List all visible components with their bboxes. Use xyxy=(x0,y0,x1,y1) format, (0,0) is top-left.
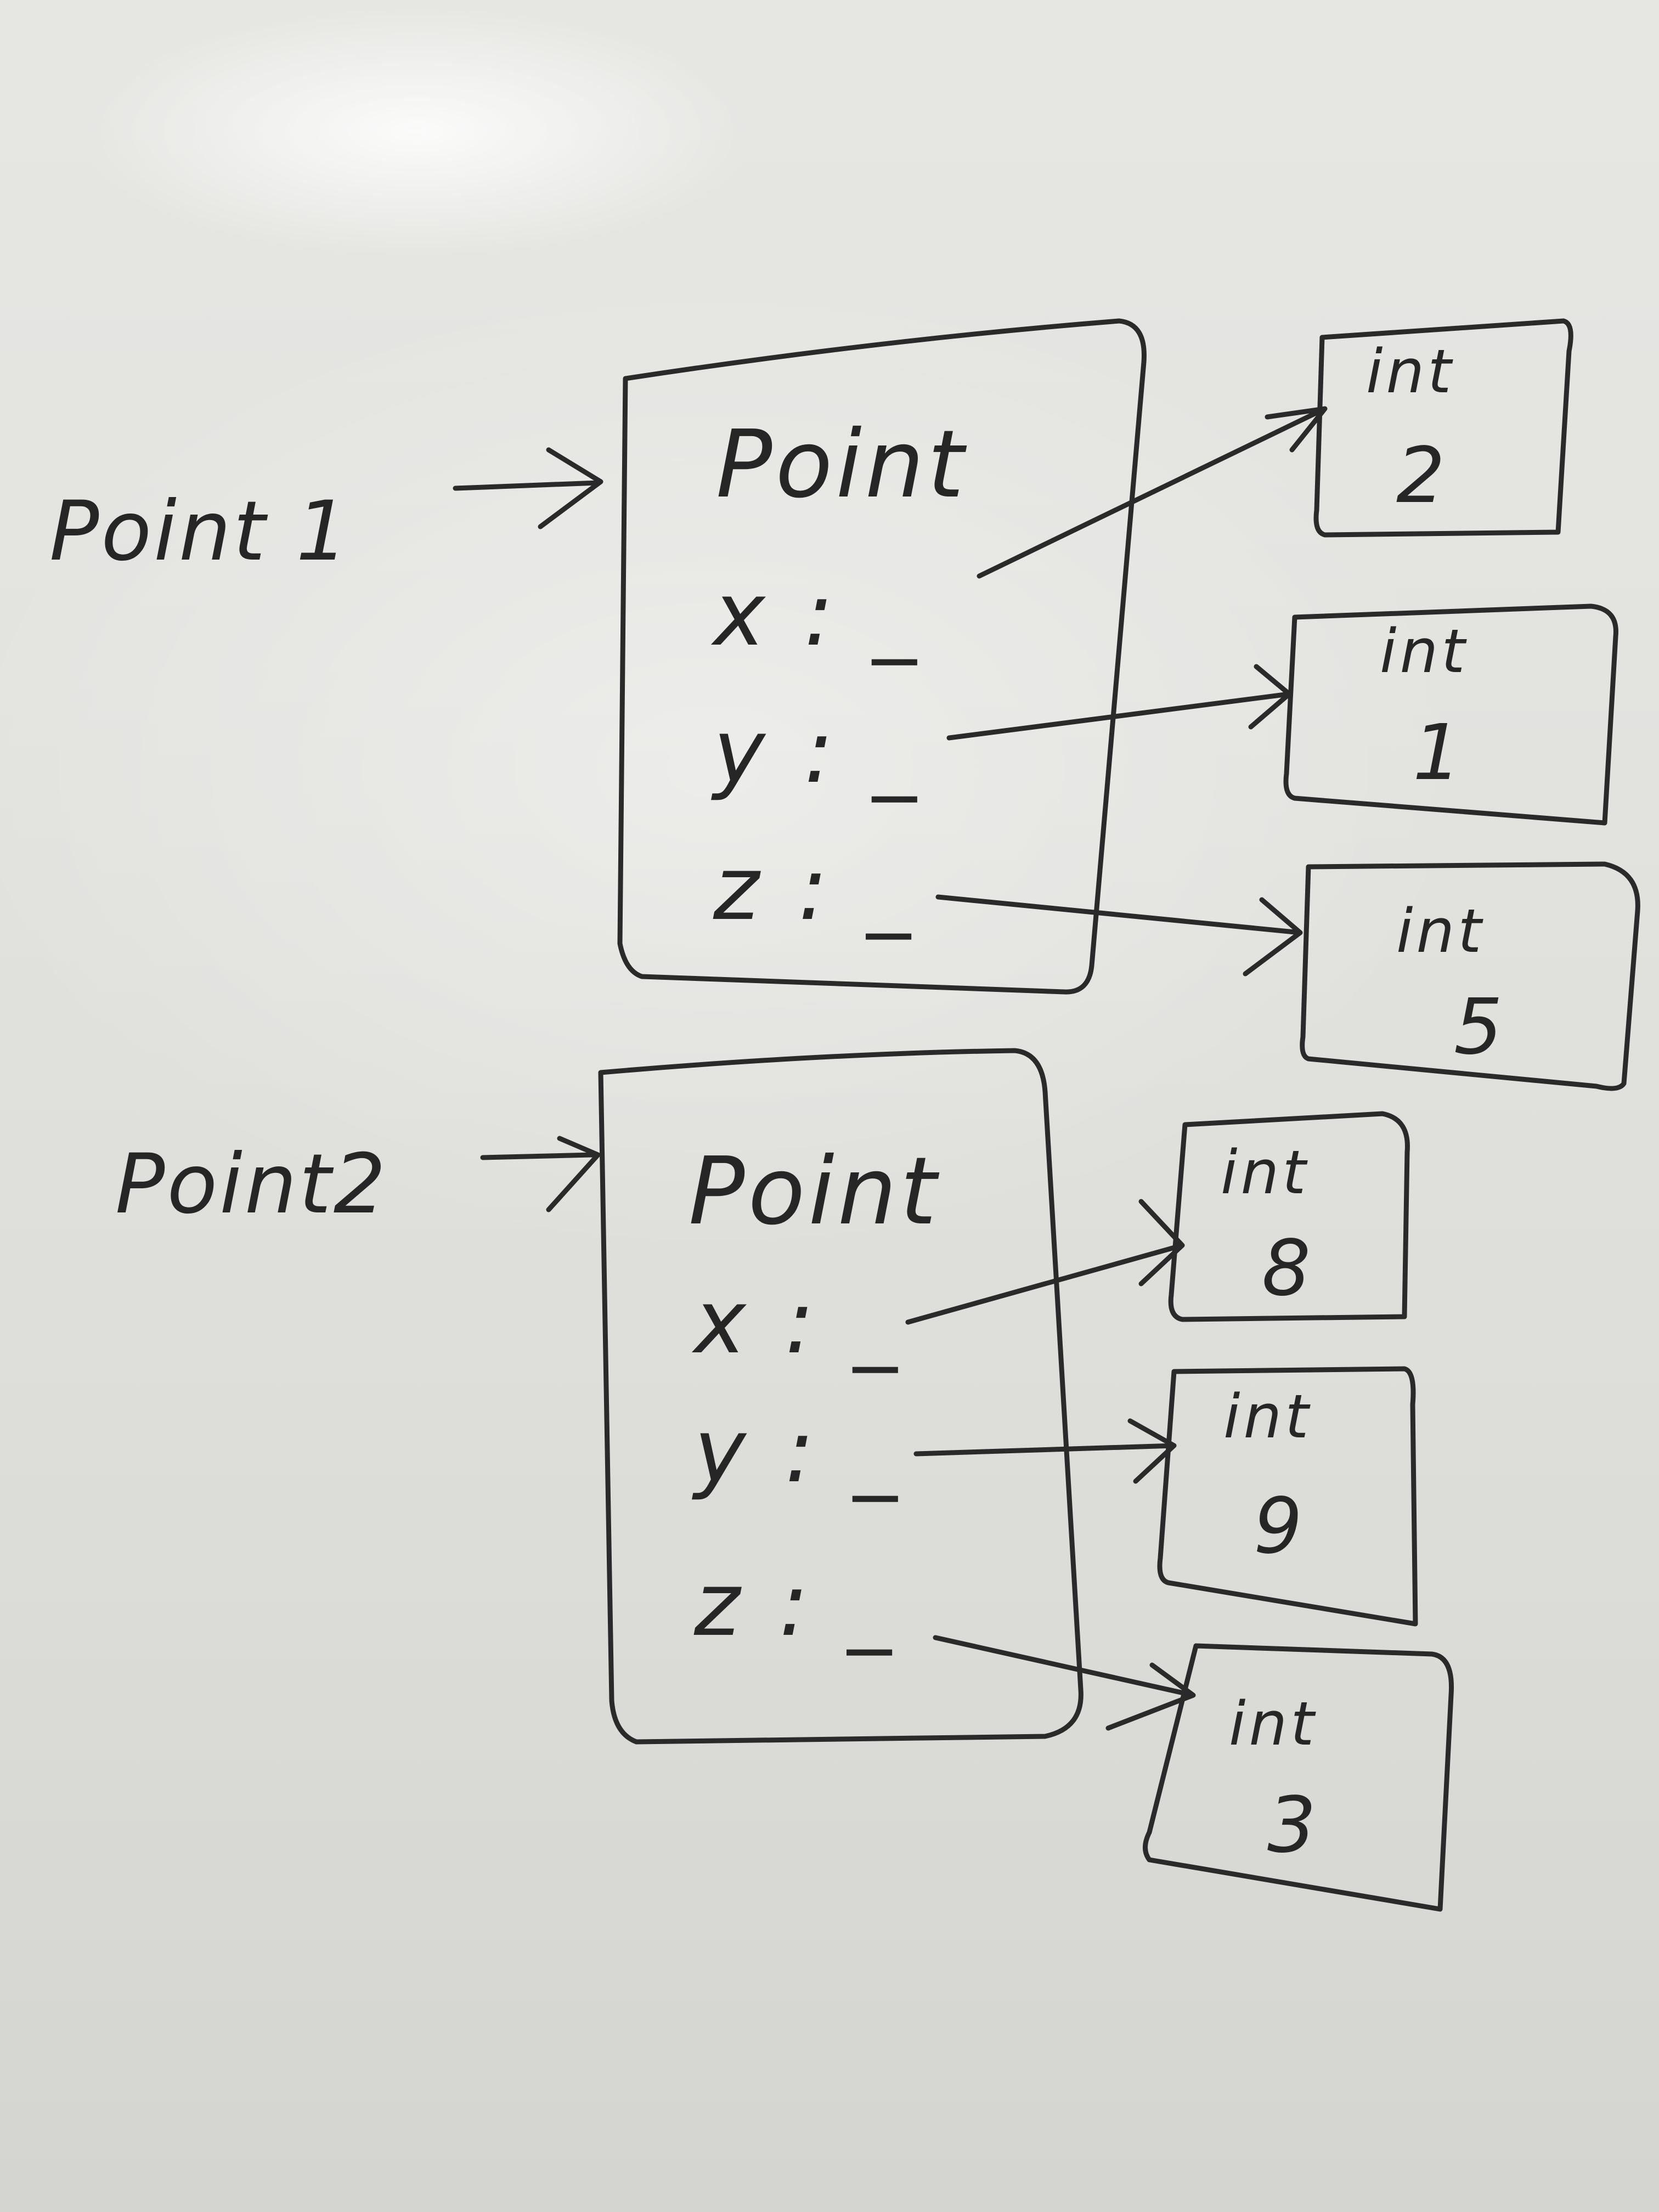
field-z-label-point-2: z : _ xyxy=(693,1553,897,1656)
int-box-outline xyxy=(1313,318,1573,538)
field-x-label-point-1: x : _ xyxy=(710,563,922,665)
int-box-outline xyxy=(1283,603,1618,826)
int-type-label: int xyxy=(1366,336,1454,407)
int-value: 9 xyxy=(1254,1482,1302,1571)
object-box-point-1 xyxy=(617,318,1147,995)
int-type-label: int xyxy=(1396,896,1485,966)
field-x-label-point-2: x : _ xyxy=(691,1271,902,1373)
int-box-8: int 8 xyxy=(1168,1111,1410,1322)
object-type-label-point-2: Point xyxy=(689,1137,940,1246)
int-box-5: int 5 xyxy=(1300,861,1640,1091)
arrow-y-to-int-9 xyxy=(913,1418,1177,1484)
int-type-label: int xyxy=(1380,616,1468,686)
field-y-label-point-2: y : _ xyxy=(692,1400,902,1502)
field-arrows xyxy=(905,406,1328,1731)
field-z-label-point-1: z : _ xyxy=(713,837,916,940)
field-y-label-point-1: y : _ xyxy=(711,700,922,803)
int-type-label: int xyxy=(1223,1381,1312,1452)
int-box-9: int 9 xyxy=(1157,1366,1418,1627)
arrow-x-to-int-2 xyxy=(977,406,1328,579)
int-type-label: int xyxy=(1229,1689,1317,1759)
int-value: 3 xyxy=(1267,1781,1316,1870)
int-box-1: int 1 xyxy=(1283,603,1618,826)
object-box-point-2 xyxy=(598,1048,1084,1745)
arrow-y-to-int-1 xyxy=(946,664,1292,741)
int-box-outline xyxy=(1143,1643,1454,1912)
object-type-label-point-1: Point xyxy=(716,410,967,519)
object-point-1: Point 1 Point x : _ y : _ z : _ xyxy=(49,318,1147,995)
int-box-3: int 3 xyxy=(1143,1643,1454,1912)
int-value: 8 xyxy=(1262,1224,1311,1313)
int-box-outline xyxy=(1168,1111,1410,1322)
int-value: 1 xyxy=(1413,708,1462,798)
int-value: 2 xyxy=(1396,431,1445,521)
variable-label-point-1: Point 1 xyxy=(49,484,351,579)
arrow-z-to-int-3 xyxy=(933,1635,1196,1731)
int-box-outline xyxy=(1157,1366,1418,1627)
int-box-outline xyxy=(1300,861,1640,1091)
int-type-label: int xyxy=(1221,1137,1309,1207)
object-point-2: Point2 Point x : _ y : _ z : _ xyxy=(115,1048,1084,1745)
int-value: 5 xyxy=(1454,983,1503,1072)
arrow-z-to-int-5 xyxy=(935,894,1303,977)
int-box-2: int 2 xyxy=(1313,318,1573,538)
arrow-x-to-int-8 xyxy=(905,1199,1185,1325)
reference-arrow-point-2 xyxy=(480,1136,601,1212)
variable-label-point-2: Point2 xyxy=(115,1137,388,1232)
reference-arrow-point-1 xyxy=(453,447,603,529)
